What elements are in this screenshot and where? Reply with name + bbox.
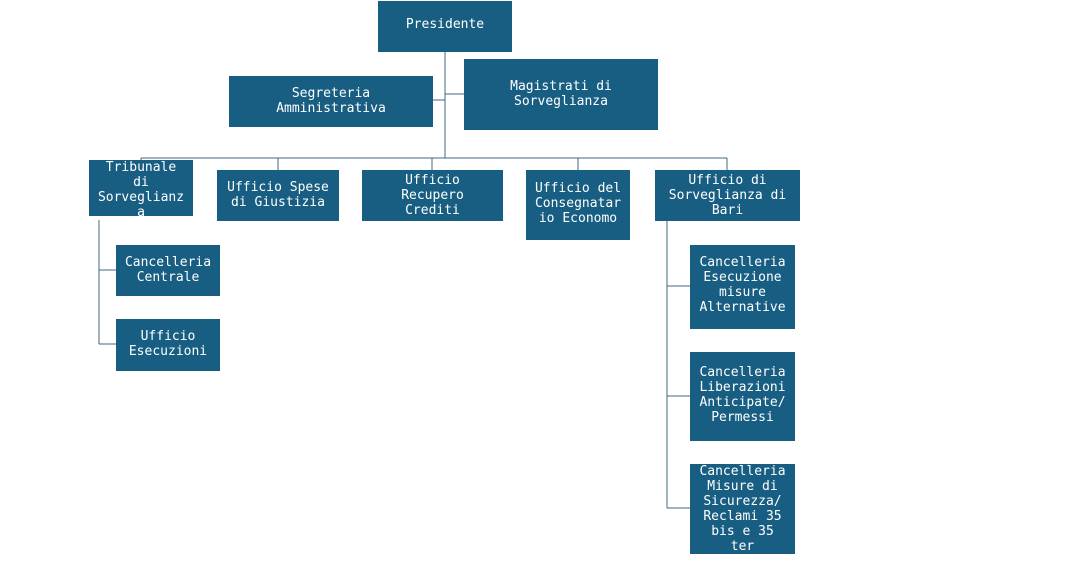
box-ufficio-di-sorveglianza-di-bari: Ufficio di Sorveglianza di Bari (655, 170, 800, 221)
box-ufficio-del-consegnatario-economo: Ufficio del Consegnatar io Economo (526, 170, 630, 240)
box-presidente: Presidente (378, 1, 512, 52)
box-tribunale-di-sorveglianza: Tribunale di Sorveglianz a (89, 160, 193, 216)
box-segreteria-amministrativa: Segreteria Amministrativa (229, 76, 433, 127)
box-cancelleria-centrale: Cancelleria Centrale (116, 245, 220, 296)
box-ufficio-recupero-crediti: Ufficio Recupero Crediti (362, 170, 503, 221)
box-cancelleria-esecuzione-misure-alternative: Cancelleria Esecuzione misure Alternativ… (690, 245, 795, 329)
box-magistrati-di-sorveglianza: Magistrati di Sorveglianza (464, 59, 658, 130)
box-cancelleria-liberazioni-anticipate-permessi: Cancelleria Liberazioni Anticipate/ Perm… (690, 352, 795, 441)
box-ufficio-esecuzioni: Ufficio Esecuzioni (116, 319, 220, 371)
box-cancelleria-misure-di-sicurezza-reclami: Cancelleria Misure di Sicurezza/ Reclami… (690, 464, 795, 554)
box-ufficio-spese-di-giustizia: Ufficio Spese di Giustizia (217, 170, 339, 221)
